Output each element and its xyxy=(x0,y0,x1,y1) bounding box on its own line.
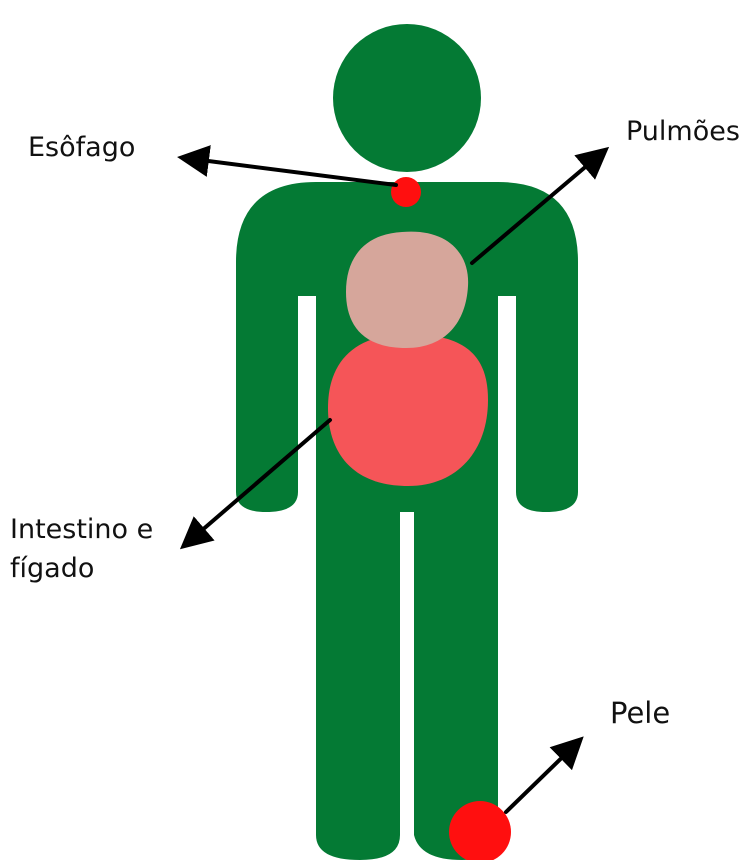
intestine-liver-organ xyxy=(328,334,488,486)
arrow-pele xyxy=(506,742,578,812)
label-pele: Pele xyxy=(610,695,670,733)
esophagus-marker xyxy=(391,177,421,207)
arrow-esofago xyxy=(185,158,396,185)
lungs-organ xyxy=(346,232,468,348)
figure-head xyxy=(333,24,481,172)
label-intestino-figado: Intestino e fígado xyxy=(10,510,153,588)
label-pulmoes: Pulmões xyxy=(626,114,740,149)
label-esofago: Esôfago xyxy=(28,130,135,165)
